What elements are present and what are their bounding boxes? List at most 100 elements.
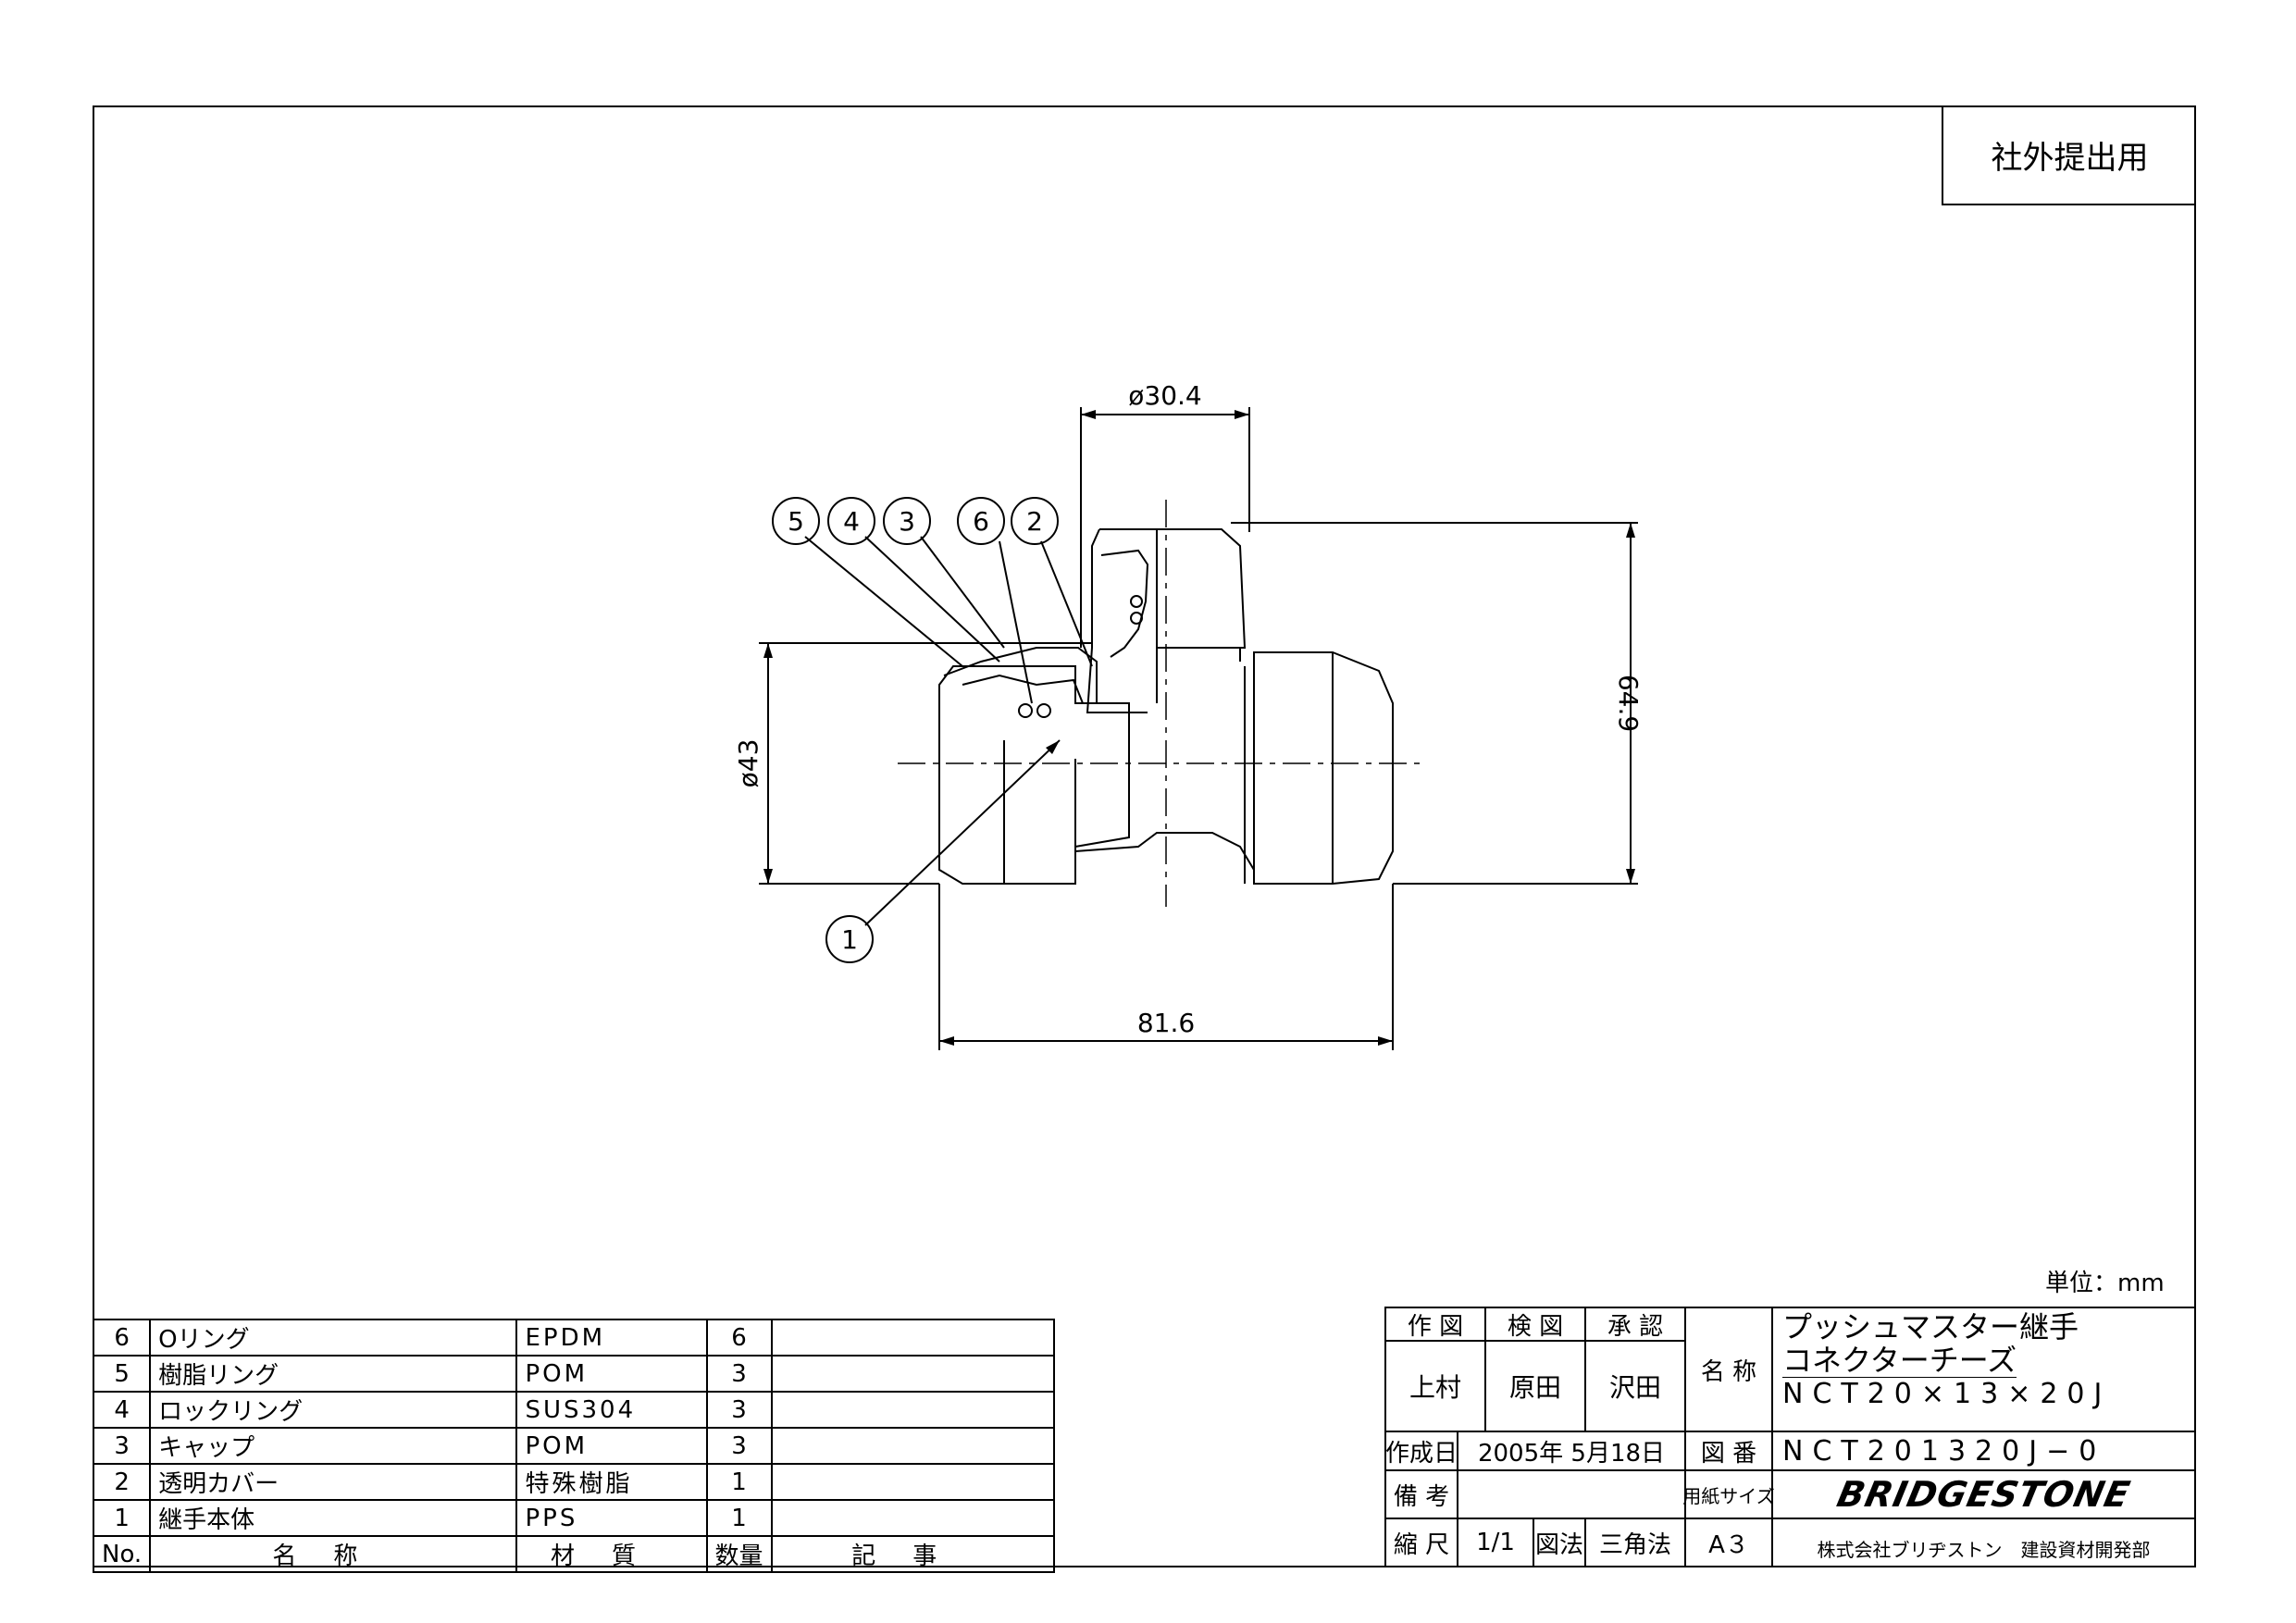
projection-value: 三角法: [1584, 1518, 1686, 1567]
o-ring-left-2: [1036, 703, 1051, 718]
part-material: SUS304: [515, 1391, 708, 1429]
part-material: 特殊樹脂: [515, 1463, 708, 1501]
part-name: ロックリング: [149, 1391, 518, 1429]
balloon-3-circle: [883, 497, 931, 545]
part-note: [770, 1391, 1056, 1429]
company-name: 株式会社ブリヂストン 建設資材開発部: [1771, 1518, 2196, 1567]
part-material: POM: [515, 1355, 708, 1393]
brand-logo-box: BRIDGESTONE: [1771, 1469, 2196, 1519]
part-no: 6: [92, 1319, 152, 1357]
leader-2: [1040, 540, 1093, 667]
part-no: 4: [92, 1391, 152, 1429]
center-neck: [1074, 832, 1255, 871]
projection-label: 図法: [1533, 1518, 1586, 1567]
arrow-right-top: [1626, 523, 1635, 538]
part-no: 5: [92, 1355, 152, 1393]
part-note: [770, 1427, 1056, 1465]
balloon-1-circle: [825, 915, 874, 963]
part-no: 3: [92, 1427, 152, 1465]
table-row: 2 透明カバー 特殊樹脂 1: [92, 1463, 1056, 1501]
drawing-no-label: 図 番: [1684, 1431, 1773, 1471]
header-material: 材質: [515, 1535, 708, 1573]
header-note: 記事: [770, 1535, 1056, 1573]
balloon-6-circle: [957, 497, 1005, 545]
balloon-2: 2: [1026, 506, 1043, 537]
arrow-bottom-left: [939, 1036, 954, 1046]
top-branch-body: [1099, 528, 1247, 649]
external-submission-stamp: 社外提出用: [1942, 105, 2196, 205]
product-name-line-1: プッシュマスター継手: [1782, 1309, 2079, 1344]
part-qty: 3: [705, 1355, 773, 1393]
o-ring-left-1: [1018, 703, 1033, 718]
header-no: No.: [92, 1535, 152, 1573]
date-label: 作成日: [1384, 1431, 1458, 1471]
dim-top-diameter: ø30.4: [1128, 380, 1201, 411]
approved-label: 承 認: [1584, 1307, 1686, 1342]
part-qty: 6: [705, 1319, 773, 1357]
checked-by: 原田: [1484, 1340, 1586, 1432]
drawn-by: 上村: [1384, 1340, 1486, 1432]
name-label: 名 称: [1684, 1307, 1773, 1432]
balloon-5: 5: [788, 506, 804, 537]
paper-size-label: 用紙サイズ: [1682, 1469, 1775, 1519]
bridgestone-logo: BRIDGESTONE: [1833, 1474, 2134, 1515]
title-block: 作 図 検 図 承 認 上村 原田 沢田 名 称 プッシュマスター継手 コネクタ…: [1384, 1307, 2196, 1567]
dim-length: 81.6: [1137, 1008, 1195, 1038]
product-name-box: プッシュマスター継手 コネクターチーズ NCT20×13×20J: [1771, 1307, 2196, 1432]
balloon-4: 4: [843, 506, 860, 537]
leader-6: [999, 540, 1033, 704]
part-qty: 3: [705, 1391, 773, 1429]
arrow-top-left: [1081, 410, 1096, 419]
remarks-value: [1457, 1469, 1686, 1519]
balloon-1: 1: [841, 924, 858, 955]
part-note: [770, 1319, 1056, 1357]
balloon-3: 3: [899, 506, 915, 537]
scale-value: 1/1: [1457, 1518, 1534, 1567]
approved-by: 沢田: [1584, 1340, 1686, 1432]
arrow-top-right: [1235, 410, 1249, 419]
part-qty: 1: [705, 1463, 773, 1501]
cap-detail-2: [943, 647, 1098, 703]
table-row: 5 樹脂リング POM 3: [92, 1355, 1056, 1393]
table-row: 4 ロックリング SUS304 3: [92, 1391, 1056, 1429]
part-name: キャップ: [149, 1427, 518, 1465]
top-branch-inner: [1086, 528, 1148, 713]
header-name: 名称: [149, 1535, 518, 1573]
part-name: Oリング: [149, 1319, 518, 1357]
dim-height: 64.9: [1613, 675, 1644, 732]
drawing-number: NCT201320J−0: [1771, 1431, 2196, 1471]
paper-size-value: A３: [1684, 1518, 1773, 1567]
part-material: POM: [515, 1427, 708, 1465]
table-header-row: No. 名称 材質 数量 記事: [92, 1535, 1056, 1573]
remarks-label: 備 考: [1384, 1469, 1458, 1519]
leader-1: [864, 739, 1061, 926]
model-number: NCT20×13×20J: [1782, 1378, 2112, 1410]
cap-detail: [1100, 549, 1149, 658]
leader-4: [864, 536, 1000, 663]
leader-3: [920, 536, 1005, 649]
arrow-left-bottom: [763, 869, 773, 884]
part-name: 透明カバー: [149, 1463, 518, 1501]
center-neck-top: [1156, 647, 1241, 703]
arrow-leader-1: [1046, 740, 1060, 754]
arrow-bottom-right: [1378, 1036, 1393, 1046]
part-note: [770, 1463, 1056, 1501]
unit-label: 単位：mm: [2045, 1270, 2165, 1297]
cap-detail-3: [962, 674, 1084, 704]
arrow-right-bottom: [1626, 869, 1635, 884]
leader-5: [804, 536, 963, 667]
part-note: [770, 1499, 1056, 1537]
right-outlet-body: [1253, 651, 1394, 885]
balloon-6: 6: [973, 506, 989, 537]
part-material: PPS: [515, 1499, 708, 1537]
part-qty: 3: [705, 1427, 773, 1465]
creation-date: 2005年 5月18日: [1457, 1431, 1686, 1471]
product-name-line-2: コネクターチーズ: [1782, 1343, 2017, 1378]
dim-side-diameter: ø43: [733, 739, 763, 788]
table-row: 3 キャップ POM 3: [92, 1427, 1056, 1465]
table-row: 6 Oリング EPDM 6: [92, 1319, 1056, 1357]
o-ring-top-1: [1130, 595, 1143, 608]
part-qty: 1: [705, 1499, 773, 1537]
scale-label: 縮 尺: [1384, 1518, 1458, 1567]
